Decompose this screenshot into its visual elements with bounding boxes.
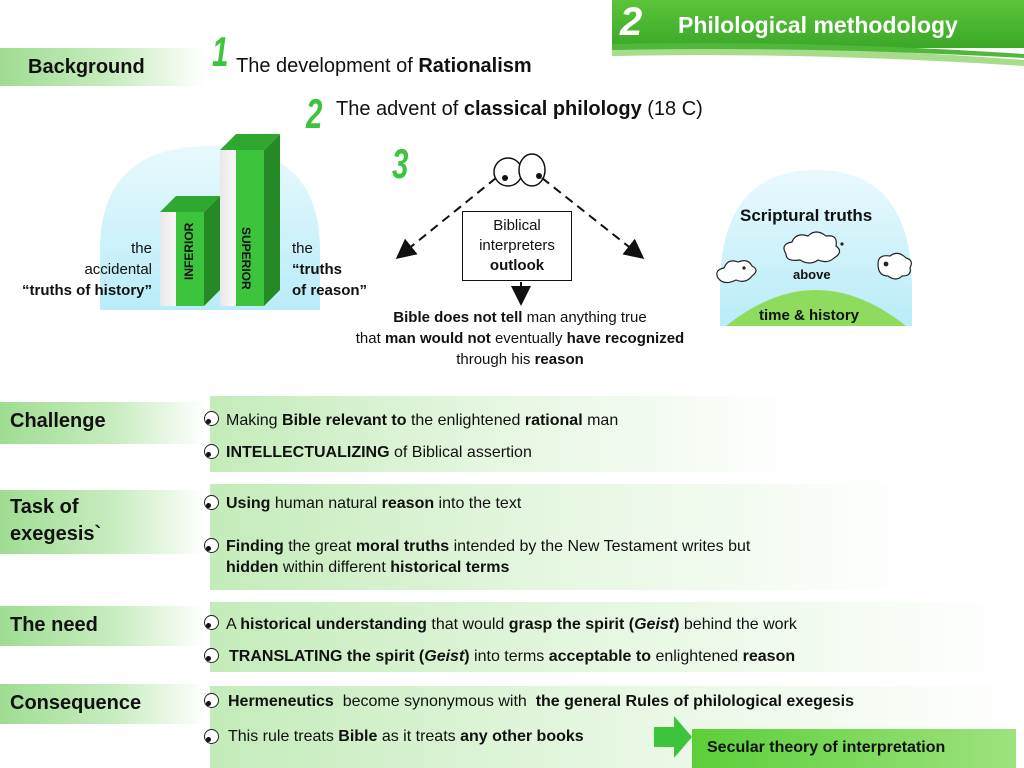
- consequence-label: Consequence: [0, 684, 206, 724]
- page-title: Philological methodology: [678, 12, 958, 38]
- task-item-1: Using human natural reason into the text: [226, 495, 522, 512]
- secular-theory-box: Secular theory of interpretation: [692, 729, 1016, 768]
- point-number-2: 2: [306, 90, 323, 137]
- point-1-text: The development of Rationalism: [236, 55, 532, 77]
- inferior-bar-label: INFERIOR: [182, 222, 196, 280]
- superior-bar-label: SUPERIOR: [239, 227, 253, 290]
- bullet-icon: [204, 729, 219, 744]
- outlook-caption: Bible does not tell man anything true th…: [355, 309, 685, 368]
- task-item-2: Finding the great moral truths intended …: [226, 538, 751, 576]
- time-history-label: time & history: [759, 307, 860, 324]
- bullet-icon: [204, 495, 219, 510]
- consequence-item-2: This rule treats Bible as it treats any …: [228, 728, 584, 745]
- challenge-label: Challenge: [0, 402, 206, 444]
- scriptural-truths-title: Scriptural truths: [740, 206, 873, 225]
- challenge-item-1: Making Bible relevant to the enlightened…: [226, 412, 619, 429]
- point-number-3: 3: [392, 140, 409, 187]
- need-label: The need: [0, 606, 206, 646]
- outlook-diagram: [395, 153, 645, 306]
- bullet-icon: [204, 693, 219, 708]
- need-band: [210, 602, 1014, 672]
- point-number-1: 1: [212, 28, 229, 75]
- bullet-icon: [204, 648, 219, 663]
- section-number: 2: [620, 0, 643, 44]
- truths-of-reason-label: the “truths of reason”: [292, 240, 368, 299]
- background-label: Background: [0, 48, 205, 86]
- bullet-icon: [204, 538, 219, 553]
- bullet-icon: [204, 615, 219, 630]
- need-item-1: A historical understanding that would gr…: [226, 616, 797, 633]
- point-2-text: The advent of classical philology (18 C): [336, 98, 703, 120]
- bullet-icon: [204, 444, 219, 459]
- task-label: Task of exegesis`: [0, 490, 206, 554]
- need-item-2: TRANSLATING the spirit (Geist) into term…: [229, 648, 796, 665]
- above-label: above: [793, 267, 831, 282]
- scriptural-truths-dome: [716, 170, 912, 326]
- challenge-band: [210, 396, 796, 472]
- right-arrow-icon: [654, 716, 692, 758]
- task-band: [210, 484, 914, 590]
- outlook-box: Biblical interpreters outlook: [462, 211, 572, 281]
- header-banner: [612, 0, 1024, 66]
- bullet-icon: [204, 411, 219, 426]
- truths-bars-diagram: [100, 134, 320, 310]
- challenge-item-2: INTELLECTUALIZING of Biblical assertion: [226, 444, 532, 461]
- consequence-item-1: Hermeneutics become synonymous with the …: [228, 693, 855, 710]
- truths-of-history-label: the accidental “truths of history”: [22, 240, 152, 299]
